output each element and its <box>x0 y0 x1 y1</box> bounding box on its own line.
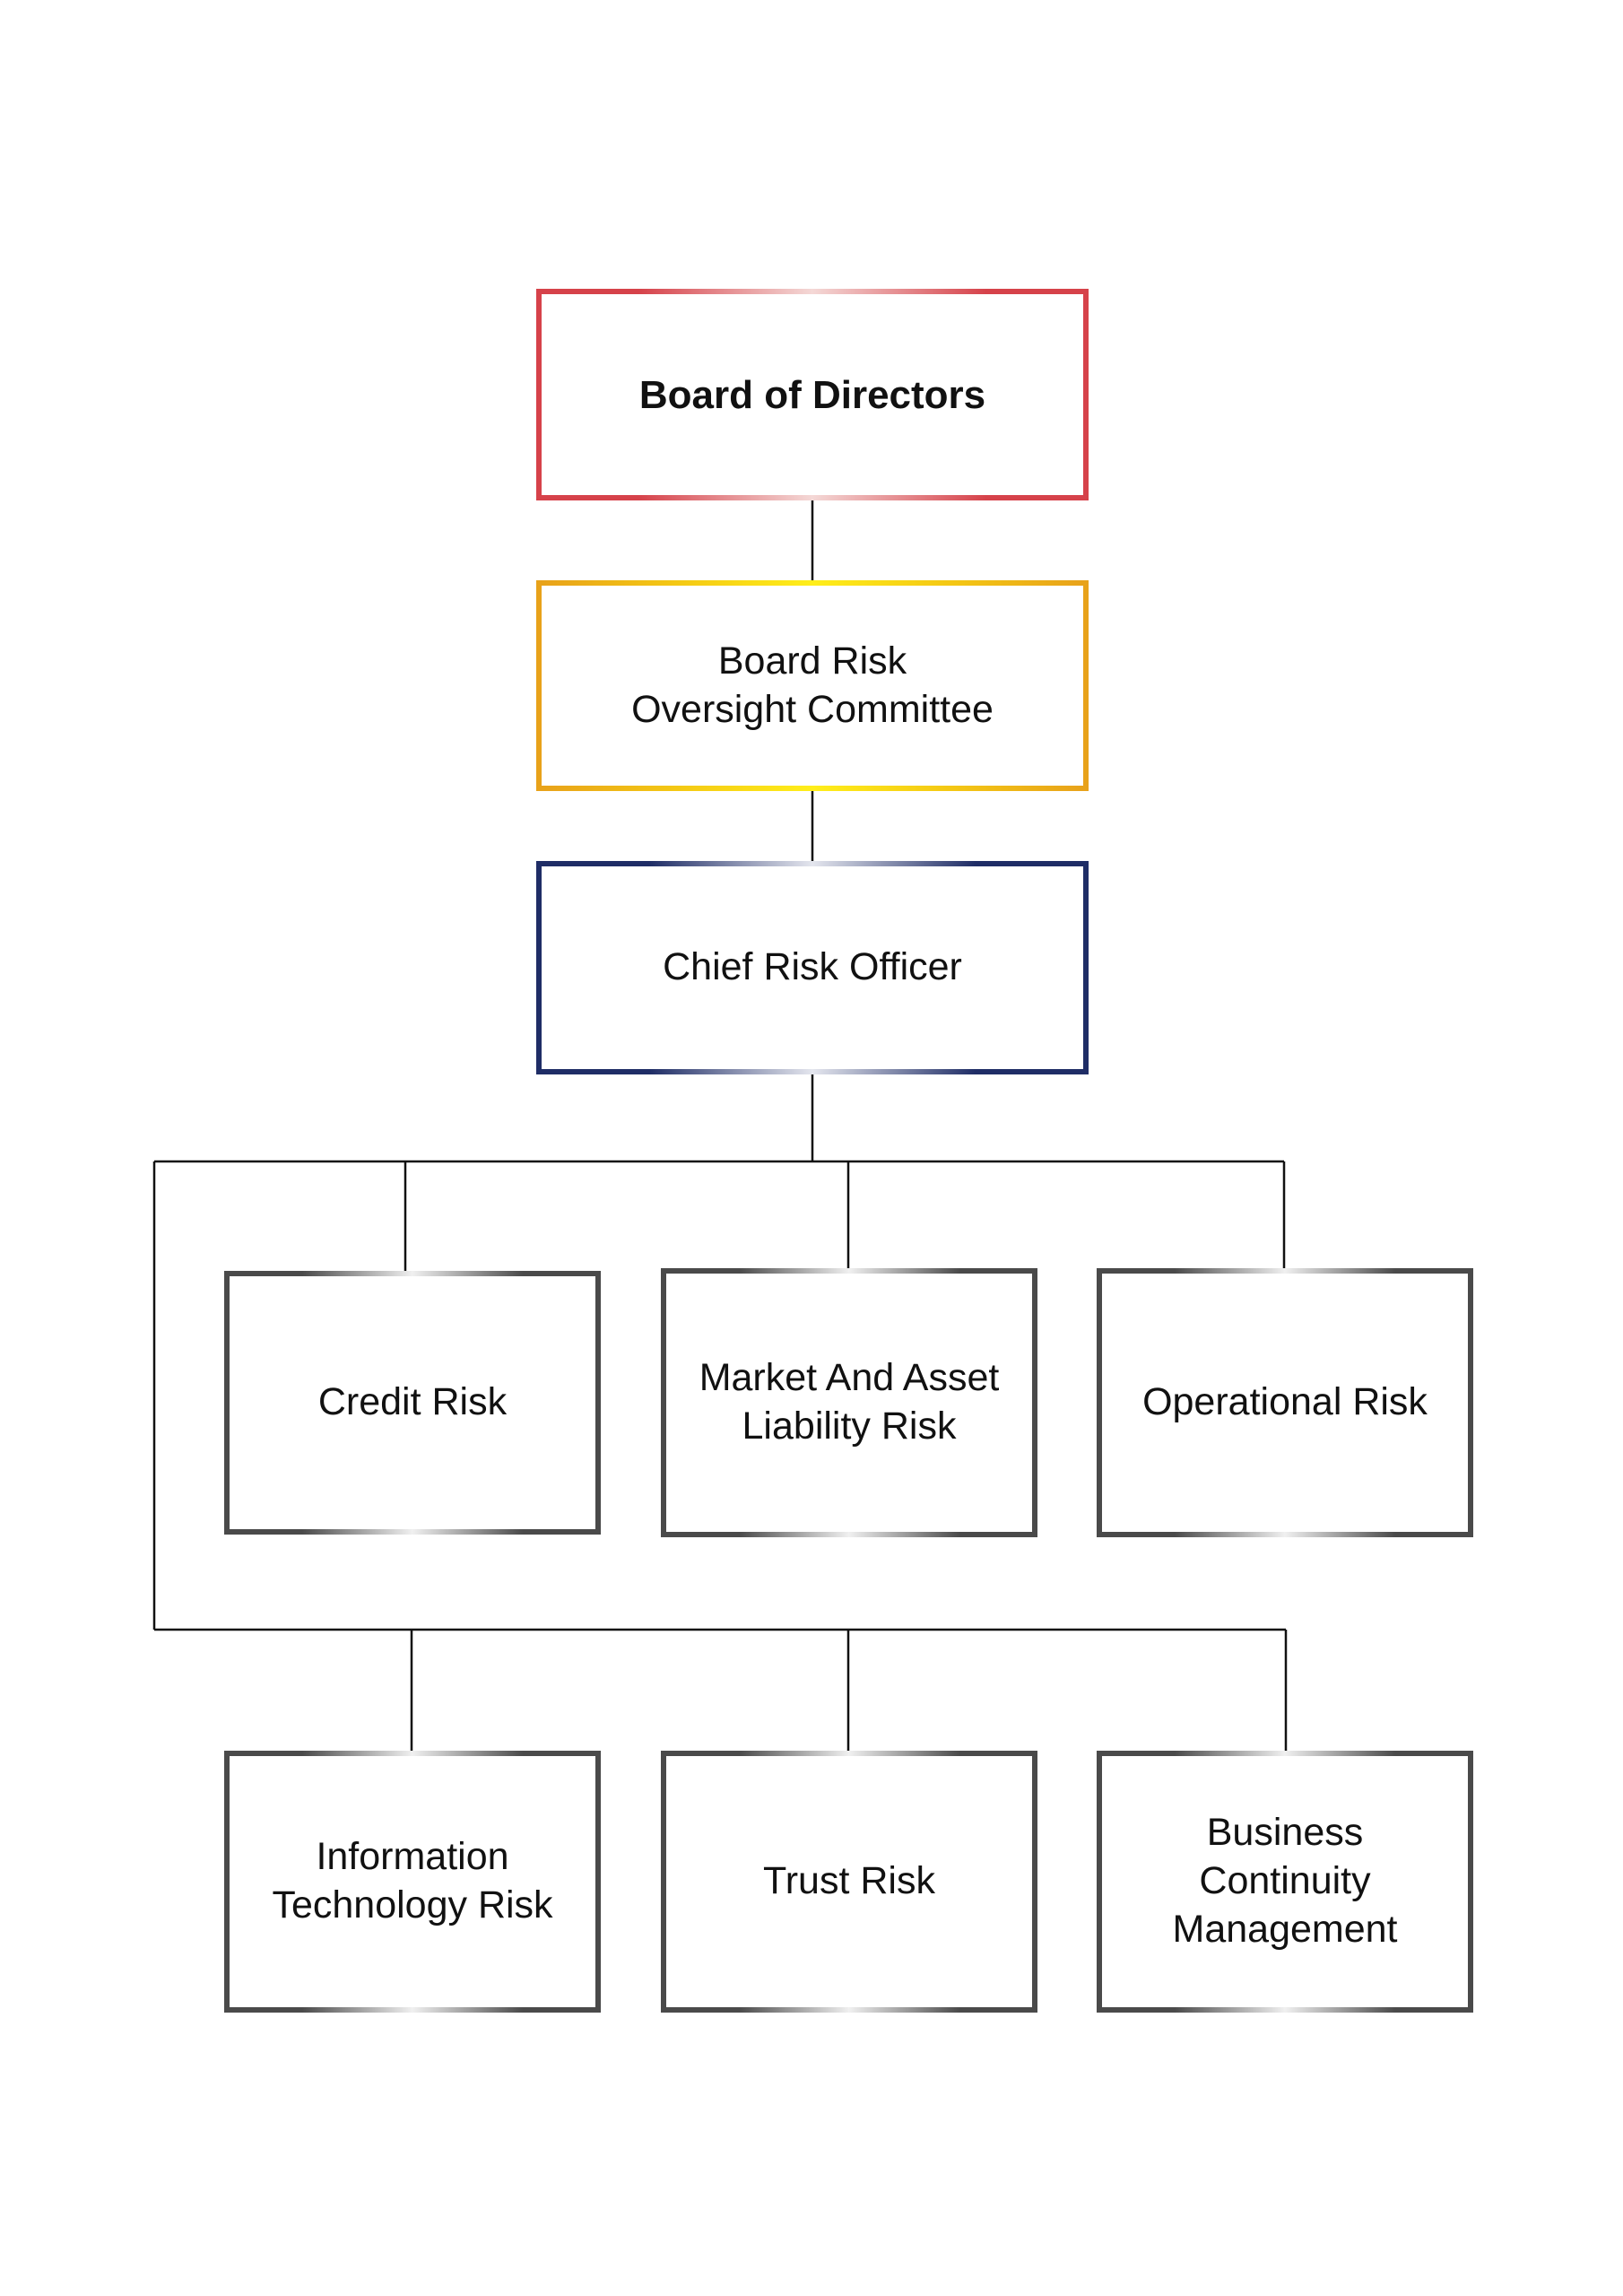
node-operational-risk: Operational Risk <box>1097 1268 1473 1537</box>
node-board-risk-oversight-committee: Board Risk Oversight Committee <box>536 580 1089 791</box>
node-market-and-asset-liability-risk: Market And Asset Liability Risk <box>661 1268 1037 1537</box>
node-board-of-directors: Board of Directors <box>536 289 1089 500</box>
node-information-technology-risk: Information Technology Risk <box>224 1751 601 2013</box>
node-trust-risk: Trust Risk <box>661 1751 1037 2013</box>
node-credit-risk: Credit Risk <box>224 1271 601 1535</box>
node-business-continuity-management: Business Continuity Management <box>1097 1751 1473 2013</box>
node-chief-risk-officer: Chief Risk Officer <box>536 861 1089 1074</box>
